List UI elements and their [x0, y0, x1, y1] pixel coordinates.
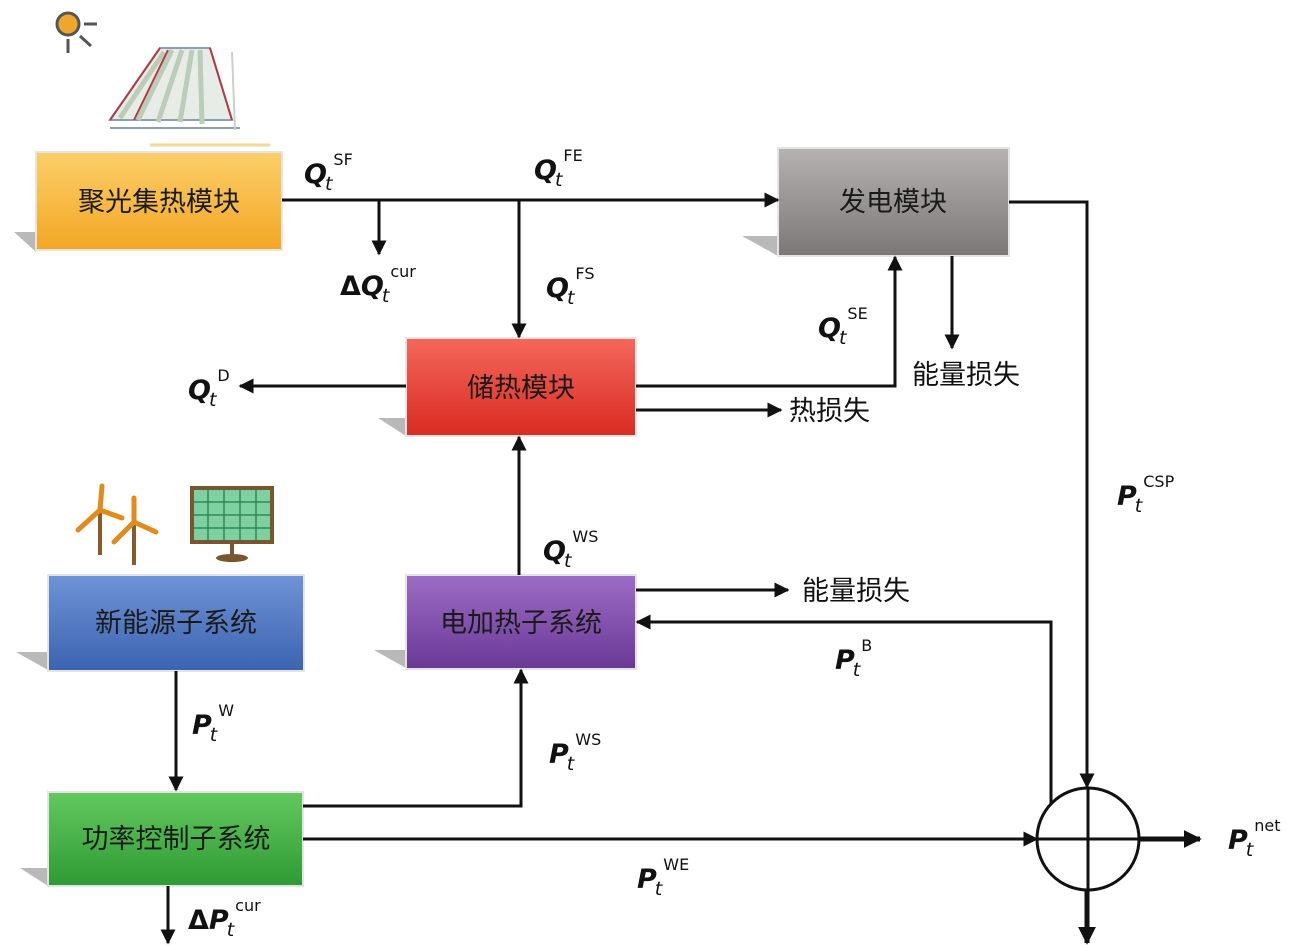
q-se-arrow — [636, 255, 903, 388]
var-label-q-se: QtSE — [818, 304, 868, 349]
var-label-p-csp: PtCSP — [1117, 472, 1175, 517]
energy-loss-label-heater: 能量损失 — [802, 576, 910, 607]
wind-turbine-icon — [75, 483, 159, 565]
solar-collector-icon — [108, 47, 270, 147]
var-label-q-sf: QtSF — [304, 150, 353, 195]
var-label-p-w: PtW — [192, 701, 234, 746]
summing-junction-icon — [1035, 786, 1141, 892]
solar-field-label: 聚光集热模块 — [78, 187, 240, 218]
renewable-block: 新能源子系统 — [16, 574, 305, 672]
solar-panel-icon — [190, 486, 274, 562]
power-control-block: 功率控制子系统 — [20, 791, 304, 887]
storage-block: 储热模块 — [378, 337, 637, 437]
var-label-dq-cur: ΔQtcur — [340, 262, 416, 307]
solar-field-block: 聚光集热模块 — [14, 151, 283, 252]
power-gen-block: 发电模块 — [742, 147, 1010, 257]
connections — [160, 192, 1202, 945]
p-b-arrow — [635, 614, 1053, 806]
var-label-p-b: PtB — [835, 636, 872, 681]
p-ws-arrow — [303, 668, 529, 808]
energy-loss-label-gen: 能量损失 — [912, 360, 1020, 391]
var-label-p-we: PtWE — [637, 855, 689, 900]
var-label-dp-cur: ΔPtcur — [188, 896, 261, 941]
var-label-q-fe: QtFE — [534, 146, 583, 191]
var-label-q-ws: QtWS — [543, 527, 598, 572]
heat-loss-label: 热损失 — [789, 396, 870, 427]
var-label-p-ws: PtWS — [549, 730, 601, 775]
p-csp-arrow — [1009, 200, 1095, 789]
var-label-q-fs: QtFS — [546, 264, 594, 309]
storage-label: 储热模块 — [467, 373, 575, 404]
variable-labels: QtSF QtFE ΔQtcur QtFS QtSE QtD PtCSP QtWS PtB PtW… — [188, 146, 1281, 941]
var-label-p-net: Ptnet — [1228, 816, 1281, 861]
var-label-q-d: QtD — [188, 366, 230, 411]
power-gen-label: 发电模块 — [839, 187, 947, 218]
power-control-label: 功率控制子系统 — [82, 824, 271, 855]
heater-block: 电加热子系统 — [374, 574, 637, 670]
sun-icon — [55, 11, 97, 53]
heater-label: 电加热子系统 — [440, 608, 602, 639]
renewable-label: 新能源子系统 — [95, 608, 257, 639]
